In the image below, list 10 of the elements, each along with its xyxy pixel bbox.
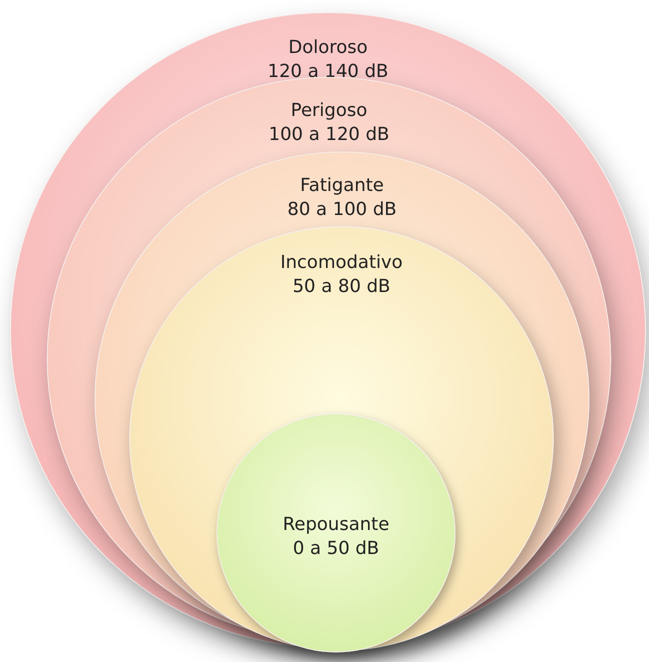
zone-name: Fatigante (300, 174, 384, 198)
decibel-range: 100 a 120 dB (268, 123, 390, 147)
zone-name: Doloroso (288, 36, 368, 60)
zone-name: Repousante (282, 513, 390, 537)
decibel-range: 50 a 80 dB (292, 275, 390, 299)
zone-name: Incomodativo (280, 251, 403, 275)
decibel-range: 0 a 50 dB (292, 537, 380, 561)
decibel-range: 120 a 140 dB (268, 60, 388, 84)
zone-name: Perigoso (290, 99, 368, 123)
decibel-range: 80 a 100 dB (287, 198, 397, 222)
